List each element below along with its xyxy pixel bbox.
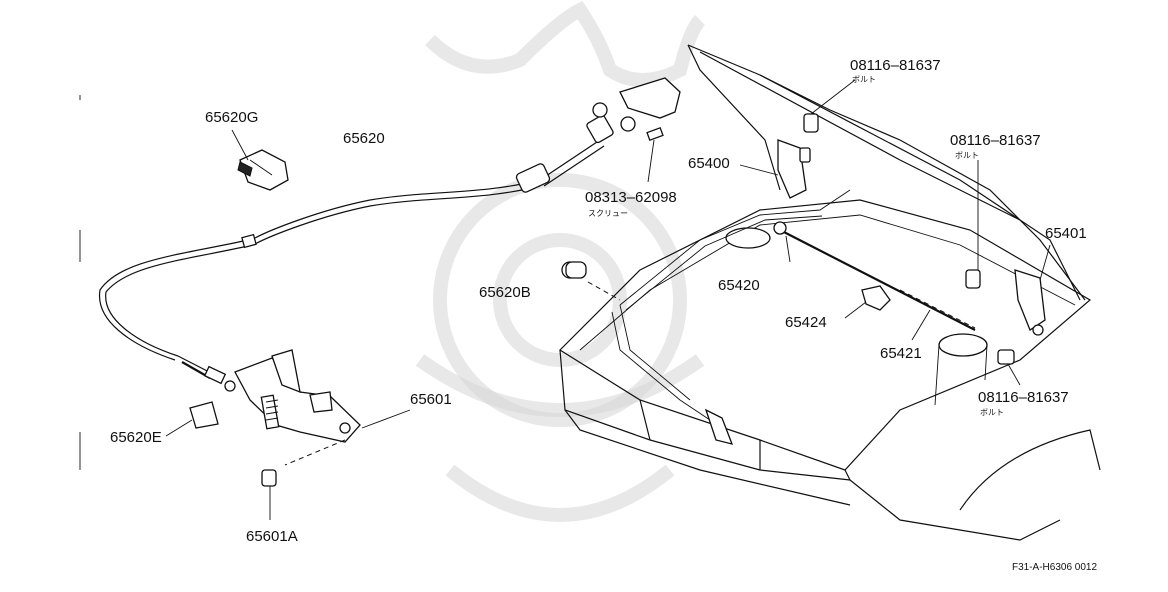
label-65601: 65601 xyxy=(410,391,452,408)
label-08313: 08313–62098 xyxy=(585,189,677,206)
label-08116-mid: 08116–81637 xyxy=(950,132,1041,149)
label-08116-bot: 08116–81637 xyxy=(978,389,1069,406)
hood-latch-65601 xyxy=(234,349,411,466)
support-holder-65424 xyxy=(844,285,891,319)
support-holder-65420 xyxy=(773,221,791,263)
label-65401: 65401 xyxy=(1045,225,1087,242)
bolt-08116-mid xyxy=(965,160,981,289)
release-cable-65620 xyxy=(99,77,681,392)
screw-08313 xyxy=(646,127,664,183)
label-65620: 65620 xyxy=(343,130,385,147)
vehicle-body-outline xyxy=(559,44,1101,541)
label-08116-top: 08116–81637 xyxy=(850,57,941,74)
diagram-code: F31-A-H6306 0012 xyxy=(1012,562,1097,573)
clip-65620B xyxy=(561,261,621,301)
label-65400: 65400 xyxy=(688,155,730,172)
label-65601A: 65601A xyxy=(246,528,298,545)
label-65620E: 65620E xyxy=(110,429,162,446)
bolt-65601A xyxy=(261,469,277,520)
label-65421: 65421 xyxy=(880,345,922,362)
bolt-08116-top xyxy=(803,79,856,133)
part-labels: 65620G 65620 08313–62098 スクリュー 65620B 65… xyxy=(110,57,1097,573)
watermark-logo xyxy=(415,0,706,522)
label-65620G: 65620G xyxy=(205,109,258,126)
label-65420: 65420 xyxy=(718,277,760,294)
hood-hinge-65400 xyxy=(739,139,811,199)
clip-65620E xyxy=(165,401,219,437)
bolt-08116-bot xyxy=(997,349,1021,386)
hood-hinge-65401 xyxy=(1014,244,1051,336)
label-08313-sub: スクリュー xyxy=(588,209,628,218)
clip-65620G xyxy=(231,129,289,191)
label-08116-mid-sub: ボルト xyxy=(955,151,979,160)
label-65424: 65424 xyxy=(785,314,827,331)
label-08116-top-sub: ボルト xyxy=(852,75,876,84)
label-08116-bot-sub: ボルト xyxy=(980,408,1004,417)
label-65620B: 65620B xyxy=(479,284,531,301)
hood-support-rod-65421 xyxy=(779,229,976,341)
